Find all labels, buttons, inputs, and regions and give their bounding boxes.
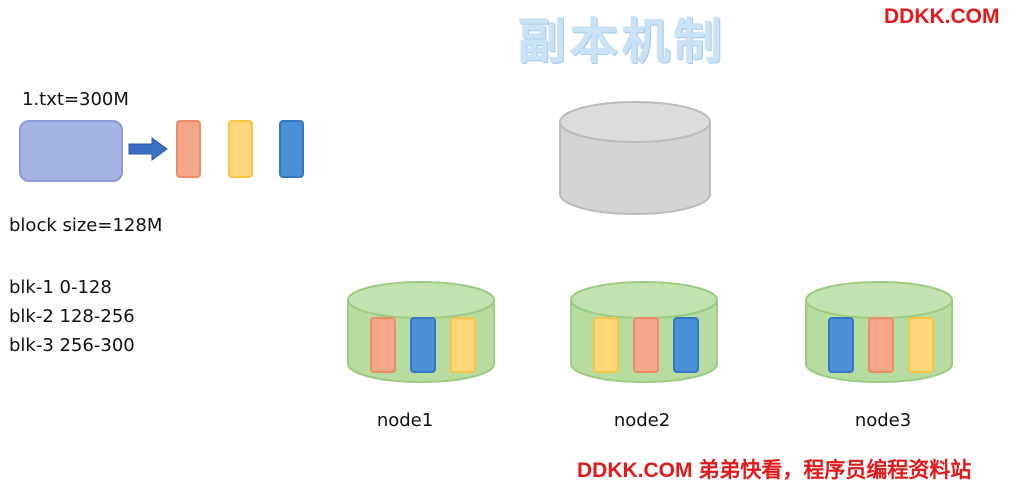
replica-block [673, 317, 699, 373]
node-label-node2: node2 [613, 410, 671, 431]
replica-block [908, 317, 934, 373]
file-rectangle [19, 120, 123, 182]
replica-block [868, 317, 894, 373]
block-size-label: block size=128M [9, 215, 163, 236]
replica-block [828, 317, 854, 373]
namenode-cylinder [559, 101, 711, 215]
page-title: 副本机制 [518, 14, 727, 70]
block-range-list: blk-1 0-128 blk-2 128-256 blk-3 256-300 [9, 273, 135, 360]
replica-block [633, 317, 659, 373]
split-block-3 [279, 120, 304, 178]
brand-watermark-top: DDKK.COM [884, 5, 1000, 28]
node-label-node1: node1 [376, 410, 434, 431]
split-block-2 [228, 120, 253, 178]
replica-block [593, 317, 619, 373]
block-range-item: blk-1 0-128 [9, 277, 112, 298]
file-size-label: 1.txt=300M [22, 89, 129, 110]
brand-watermark-bottom: DDKK.COM 弟弟快看，程序员编程资料站 [577, 459, 972, 482]
node-label-node3: node3 [854, 410, 912, 431]
split-block-1 [176, 120, 201, 178]
block-range-item: blk-3 256-300 [9, 335, 135, 356]
replica-block [410, 317, 436, 373]
arrow-right-icon [128, 137, 168, 161]
replica-block [450, 317, 476, 373]
replica-block [370, 317, 396, 373]
block-range-item: blk-2 128-256 [9, 306, 135, 327]
